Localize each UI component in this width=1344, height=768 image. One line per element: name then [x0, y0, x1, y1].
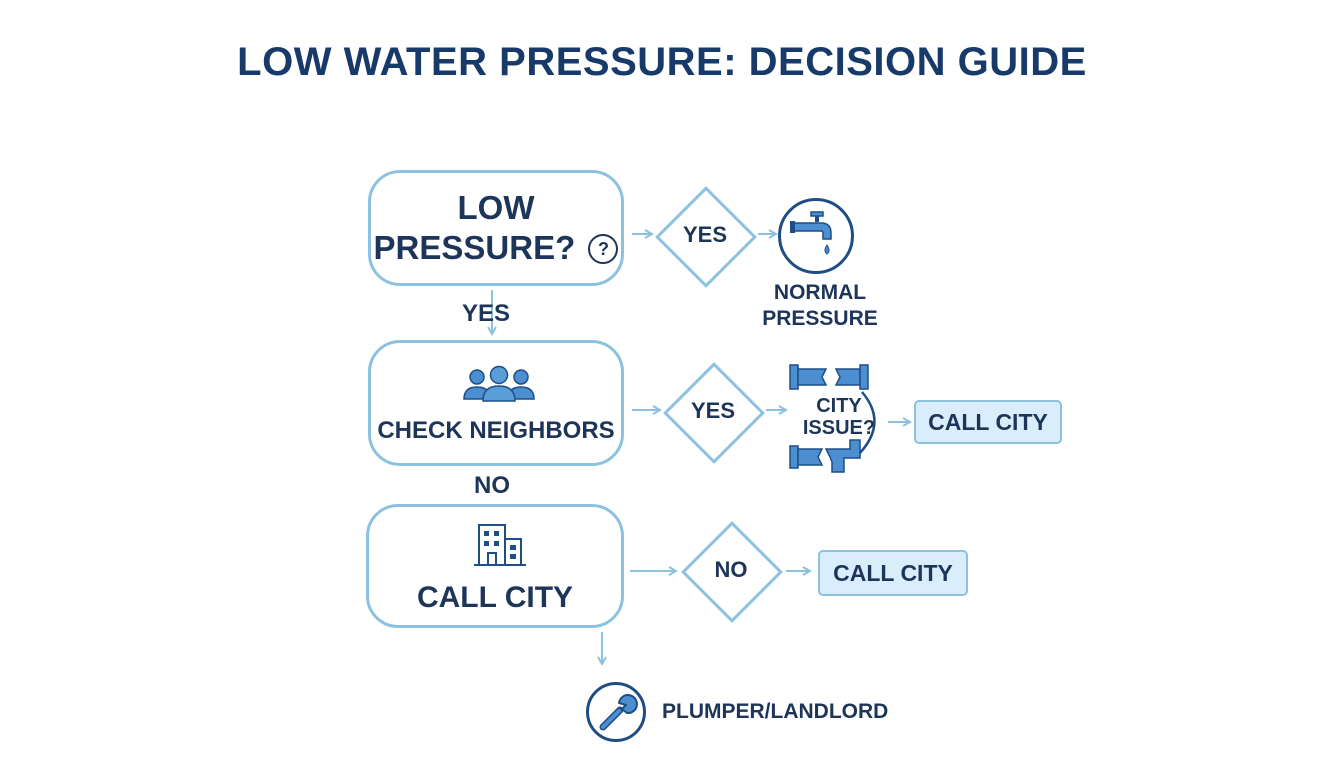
node-low-pressure: LOW PRESSURE? ? [368, 170, 624, 286]
wrench-icon [599, 694, 638, 731]
faucet-icon-circle [778, 198, 854, 274]
decision-diamond-top-label: YES [682, 222, 728, 247]
node-check-neighbors: CHECK NEIGHBORS [368, 340, 624, 466]
city-issue-label: CITY ISSUE? [800, 395, 878, 439]
normal-pressure-line1: NORMAL [773, 281, 867, 304]
call-city-pill-mid: CALL CITY [914, 400, 1062, 444]
decision-diamond-mid-label: YES [690, 398, 736, 423]
node-low-pressure-line2: PRESSURE? ? [371, 229, 621, 267]
faucet-icon [790, 211, 832, 255]
node-check-neighbors-label: CHECK NEIGHBORS [377, 417, 615, 444]
node-call-city: CALL CITY [366, 504, 624, 628]
plumber-label: PLUMPER/LANDLORD [662, 700, 889, 723]
page-title: LOW WATER PRESSURE: DECISION GUIDE [237, 40, 1087, 84]
city-issue-line2: ISSUE? [802, 417, 876, 439]
edge-label-no: NO [474, 472, 510, 499]
node-low-pressure-line1: LOW [457, 189, 535, 226]
people-icon [463, 365, 535, 402]
broken-pipe-icon [789, 364, 869, 473]
node-call-city-label: CALL CITY [416, 581, 574, 614]
city-issue-bracket [854, 391, 876, 459]
wrench-icon-circle [586, 682, 646, 742]
normal-pressure-line2: PRESSURE [762, 307, 878, 330]
question-icon: ? [588, 234, 619, 264]
question-icon-glyph: ? [597, 239, 609, 259]
call-city-pill-bottom: CALL CITY [818, 550, 968, 596]
building-icon [474, 524, 526, 566]
city-issue-line1: CITY [816, 395, 862, 417]
edge-label-yes: YES [462, 300, 511, 327]
normal-pressure-label: NORMAL PRESSURE [760, 280, 880, 332]
node-low-pressure-text: PRESSURE? [373, 229, 576, 266]
decision-diamond-bottom-label: NO [714, 557, 748, 582]
